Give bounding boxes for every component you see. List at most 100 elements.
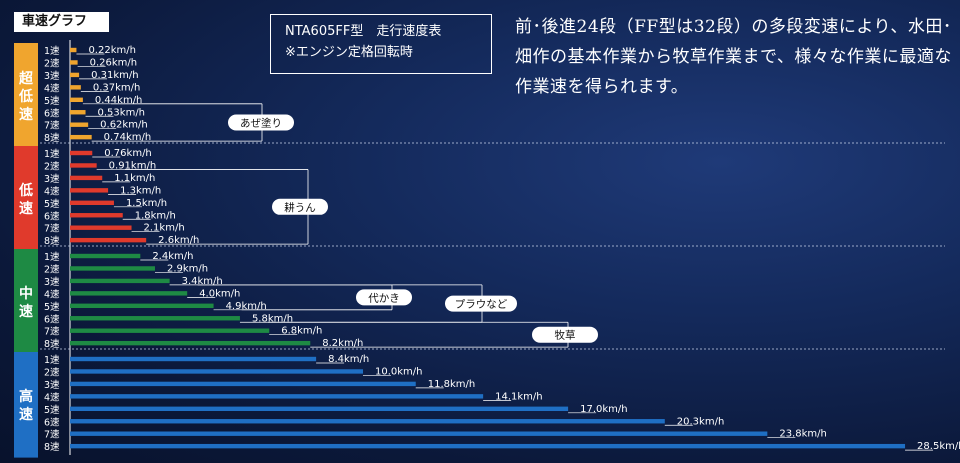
gear-label: 6速 — [44, 314, 60, 325]
gear-label: 7速 — [44, 430, 60, 441]
value-label: 11.8km/h — [428, 379, 476, 390]
speed-bar — [70, 72, 80, 78]
value-label: 8.2km/h — [322, 338, 363, 349]
group-label: 高速 — [19, 388, 33, 423]
spec-title: NTA605FF型 走行速度表 — [285, 24, 442, 39]
gear-label: 7速 — [44, 121, 60, 132]
value-label: 2.4km/h — [152, 251, 193, 262]
value-label: 0.53km/h — [98, 107, 146, 118]
speed-bar — [70, 175, 103, 181]
value-label: 6.8km/h — [281, 326, 322, 337]
annotation-pill — [228, 114, 294, 131]
value-label: 0.22km/h — [88, 45, 136, 56]
speed-bar — [70, 200, 114, 205]
speed-bar — [70, 340, 311, 346]
speed-bar — [70, 213, 123, 218]
gear-label: 4速 — [44, 83, 60, 94]
value-label: 3.4km/h — [182, 276, 223, 287]
group-block-2 — [14, 249, 38, 355]
annotation-label: あぜ塗り — [240, 116, 282, 129]
annotation-label: 代かき — [368, 292, 400, 304]
chart-tag-title: 車速グラフ — [14, 12, 109, 32]
group-label: 中速 — [19, 285, 33, 320]
gear-label: 1速 — [44, 46, 60, 57]
gear-label: 5速 — [44, 199, 60, 210]
speed-bar — [70, 356, 317, 362]
gear-label: 1速 — [44, 149, 60, 160]
gear-label: 7速 — [44, 224, 60, 235]
group-label: 超低速 — [18, 70, 34, 123]
value-label: 17.0km/h — [580, 404, 628, 415]
speed-bar — [70, 303, 214, 308]
value-label: 0.26km/h — [90, 57, 138, 68]
speed-bar — [70, 443, 906, 449]
speed-bar — [70, 134, 92, 140]
value-label: 0.44km/h — [95, 95, 143, 106]
speed-bar — [70, 163, 97, 168]
speed-bar — [70, 431, 768, 436]
value-label: 0.62km/h — [100, 120, 148, 131]
speed-bar — [70, 316, 240, 321]
value-label: 2.9km/h — [167, 263, 208, 274]
value-label: 10.0km/h — [375, 366, 423, 377]
speed-bar — [70, 328, 270, 333]
gear-label: 1速 — [44, 355, 60, 366]
speed-bar — [70, 110, 86, 115]
value-label: 1.1km/h — [114, 173, 155, 184]
speed-bar — [70, 188, 109, 193]
value-label: 1.5km/h — [126, 198, 167, 209]
gear-label: 3速 — [44, 71, 60, 82]
annotation-pill — [356, 289, 412, 306]
gear-label: 3速 — [44, 380, 60, 391]
value-label: 0.76km/h — [104, 148, 152, 159]
value-label: 0.91km/h — [109, 160, 157, 171]
description-text: 前･後進24段（FF型は32段）の多段変速により、水田･畑作の基本作業から牧草作… — [515, 17, 952, 97]
speed-bar — [70, 97, 83, 102]
annotation-pill — [532, 326, 598, 343]
gear-label: 3速 — [44, 277, 60, 288]
value-label: 4.9km/h — [226, 301, 267, 312]
annotation-pill — [272, 198, 328, 215]
speed-bar — [70, 291, 188, 296]
gear-label: 2速 — [44, 58, 60, 69]
speed-bar — [70, 237, 147, 243]
annotation-label: 牧草 — [555, 329, 576, 342]
speed-bar — [70, 266, 155, 271]
speed-bar — [70, 406, 569, 411]
speed-bar — [70, 85, 81, 90]
gear-label: 6速 — [44, 108, 60, 119]
speed-bar — [70, 60, 78, 65]
annotation-label: 耕うん — [284, 201, 316, 214]
gear-label: 2速 — [44, 161, 60, 172]
group-label: 低速 — [18, 182, 33, 217]
speed-bar — [70, 419, 665, 424]
gear-label: 4速 — [44, 392, 60, 403]
speed-bar — [70, 47, 77, 53]
value-label: 0.74km/h — [104, 132, 152, 143]
spec-note: ※エンジン定格回転時 — [285, 45, 413, 60]
gear-label: 4速 — [44, 289, 60, 300]
gear-label: 6速 — [44, 211, 60, 222]
value-label: 14.1km/h — [495, 391, 543, 402]
value-label: 8.4km/h — [328, 354, 369, 365]
speed-bar — [70, 394, 484, 399]
speed-bar — [70, 278, 170, 284]
speed-bar — [70, 369, 363, 374]
value-label: 2.1km/h — [144, 223, 185, 234]
gear-label: 1速 — [44, 252, 60, 263]
value-label: 4.0km/h — [199, 288, 240, 299]
speed-bar — [70, 253, 141, 259]
speed-bar — [70, 150, 93, 156]
value-label: 20.3km/h — [677, 416, 725, 427]
gear-label: 8速 — [44, 236, 60, 247]
gear-label: 7速 — [44, 327, 60, 338]
gear-label: 3速 — [44, 174, 60, 185]
speed-bar — [70, 381, 416, 387]
value-label: 0.31km/h — [91, 70, 139, 81]
gear-label: 8速 — [44, 442, 60, 453]
value-label: 1.3km/h — [120, 185, 161, 196]
gear-label: 5速 — [44, 302, 60, 313]
gear-label: 8速 — [44, 133, 60, 144]
speed-bar — [70, 225, 132, 230]
